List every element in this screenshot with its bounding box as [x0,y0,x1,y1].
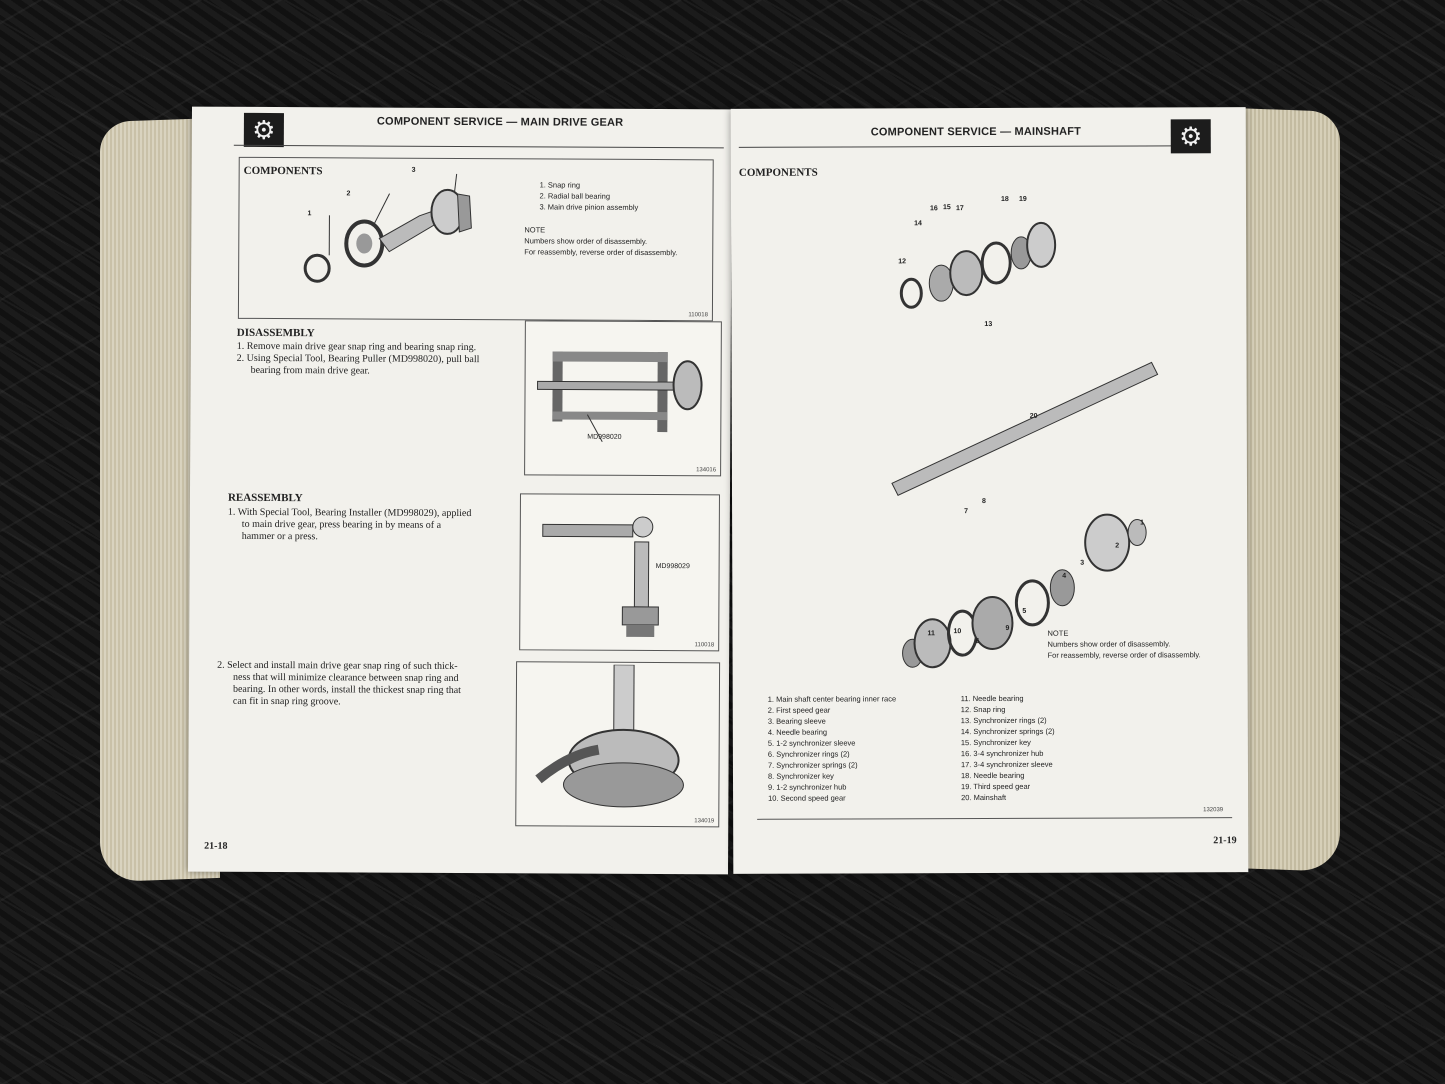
part-13: 13. Synchronizer rings (2) [960,715,1047,726]
main-drive-gear-illustration [303,173,472,283]
reassembly-steps: 1. With Special Tool, Bearing Installer … [228,507,518,545]
part-15: 15. Synchronizer key [960,737,1031,748]
bearing-installer-figure: MD998029 110018 [519,493,720,652]
figure-bottom-rule [757,817,1233,820]
part-16: 16. 3-4 synchronizer hub [960,748,1044,759]
part-12: 12. Snap ring [960,704,1006,715]
note-line-1: Numbers show order of disassembly. [1047,639,1171,649]
reassembly-step-1-cont-2: hammer or a press. [241,530,318,543]
callout-16: 16 [930,205,938,213]
callout-2: 2 [346,190,351,198]
note-block: NOTE Numbers show order of disassembly. … [524,224,677,258]
callout-7: 7 [964,508,968,516]
part-5: 5. 1-2 synchronizer sleeve [767,738,856,748]
callout-18: 18 [1000,195,1009,203]
components-figure: 1 2 3 1. Snap ring 2. Radial ball bearin… [237,156,714,322]
bearing-installer-illustration [542,516,659,638]
components-heading: COMPONENTS [738,166,818,179]
callout-10b: 10 [953,628,962,636]
part-7: 7. Synchronizer springs (2) [767,760,858,770]
figure-number: 134019 [694,818,715,825]
note-line-2: For reassembly, reverse order of disasse… [524,247,678,258]
part-14: 14. Synchronizer springs (2) [960,726,1055,737]
callout-6b: 6 [975,638,980,646]
parts-list-right: 11. Needle bearing 12. Snap ring 13. Syn… [961,692,1141,803]
part-11: 11. Needle bearing [960,693,1024,704]
part-2: 2. Radial ball bearing [539,191,611,201]
parts-list-left: 1. Main shaft center bearing inner race … [768,693,968,804]
callout-1: 1 [307,210,312,218]
installer-tool-label: MD998029 [655,563,690,571]
part-20: 20. Mainshaft [961,792,1007,803]
callout-3: 3 [411,166,416,174]
note-title: NOTE [1047,628,1069,638]
figure-number: 110018 [688,312,708,319]
page-number: 21-19 [1213,835,1237,847]
part-3: 3. Bearing sleeve [767,716,826,726]
book-page-edges-right [1240,108,1340,872]
callout-8: 8 [982,498,986,506]
callout-3b: 3 [1080,559,1085,567]
bearing-puller-illustration [537,351,703,442]
part-19: 19. Third speed gear [961,781,1031,792]
part-8: 8. Synchronizer key [767,771,834,781]
part-10: 10. Second speed gear [768,793,846,803]
snap-ring-figure: 134019 [515,661,721,828]
callout-4b: 4 [1062,572,1067,580]
step-2-line-4: can fit in snap ring groove. [232,695,341,708]
reassembly-heading: REASSEMBLY [227,491,303,505]
left-page: ⚙ COMPONENT SERVICE — MAIN DRIVE GEAR CO… [188,106,732,875]
part-2: 2. First speed gear [767,705,831,715]
gear-icon: ⚙ [1179,121,1203,152]
callout-1b: 1 [1140,519,1145,527]
callout-11b: 11 [927,630,935,638]
note-block: NOTE Numbers show order of disassembly. … [1047,627,1200,661]
puller-tool-label: MD998020 [587,433,622,441]
disassembly-steps: 1. Remove main drive gear snap ring and … [237,341,517,378]
bearing-puller-figure: MD998020 134016 [524,320,722,477]
part-3: 3. Main drive pinion assembly [539,202,639,212]
note-title: NOTE [524,225,546,235]
callout-5b: 5 [1022,607,1027,615]
part-18: 18. Needle bearing [960,770,1025,781]
part-9: 9. 1-2 synchronizer hub [768,782,847,792]
callout-12: 12 [898,258,907,266]
page-number: 21-18 [204,840,228,852]
callout-19: 19 [1018,195,1027,203]
note-line-2: For reassembly, reverse order of disasse… [1047,650,1201,660]
disassembly-step-2-cont: bearing from main drive gear. [250,364,370,377]
step-2: 2. Select and install main drive gear sn… [217,660,507,710]
part-6: 6. Synchronizer rings (2) [767,749,850,759]
parts-list: 1. Snap ring 2. Radial ball bearing 3. M… [539,179,638,213]
left-page-title: COMPONENT SERVICE — MAIN DRIVE GEAR [376,115,624,129]
mainshaft-exploded-view [891,221,1159,669]
right-page: COMPONENT SERVICE — MAINSHAFT ⚙ COMPONEN… [730,107,1249,874]
right-page-title: COMPONENT SERVICE — MAINSHAFT [870,125,1082,139]
part-1: 1. Main shaft center bearing inner race [767,694,897,704]
part-4: 4. Needle bearing [767,727,828,737]
callout-9b: 9 [1005,624,1010,632]
snap-ring-illustration [535,664,684,808]
part-17: 17. 3-4 synchronizer sleeve [960,759,1053,770]
callout-14: 14 [914,220,922,228]
figure-number: 110018 [694,642,715,649]
gear-emblem: ⚙ [1170,119,1211,154]
figure-number: 132039 [1203,807,1224,814]
note-line-1: Numbers show order of disassembly. [524,236,648,246]
part-1: 1. Snap ring [539,180,581,190]
callout-2b: 2 [1115,542,1120,550]
disassembly-heading: DISASSEMBLY [236,326,315,340]
callout-17: 17 [956,205,964,213]
figure-number: 134016 [696,467,717,474]
callout-20: 20 [1029,412,1038,420]
callout-13: 13 [984,320,993,329]
callout-15: 15 [943,204,951,212]
